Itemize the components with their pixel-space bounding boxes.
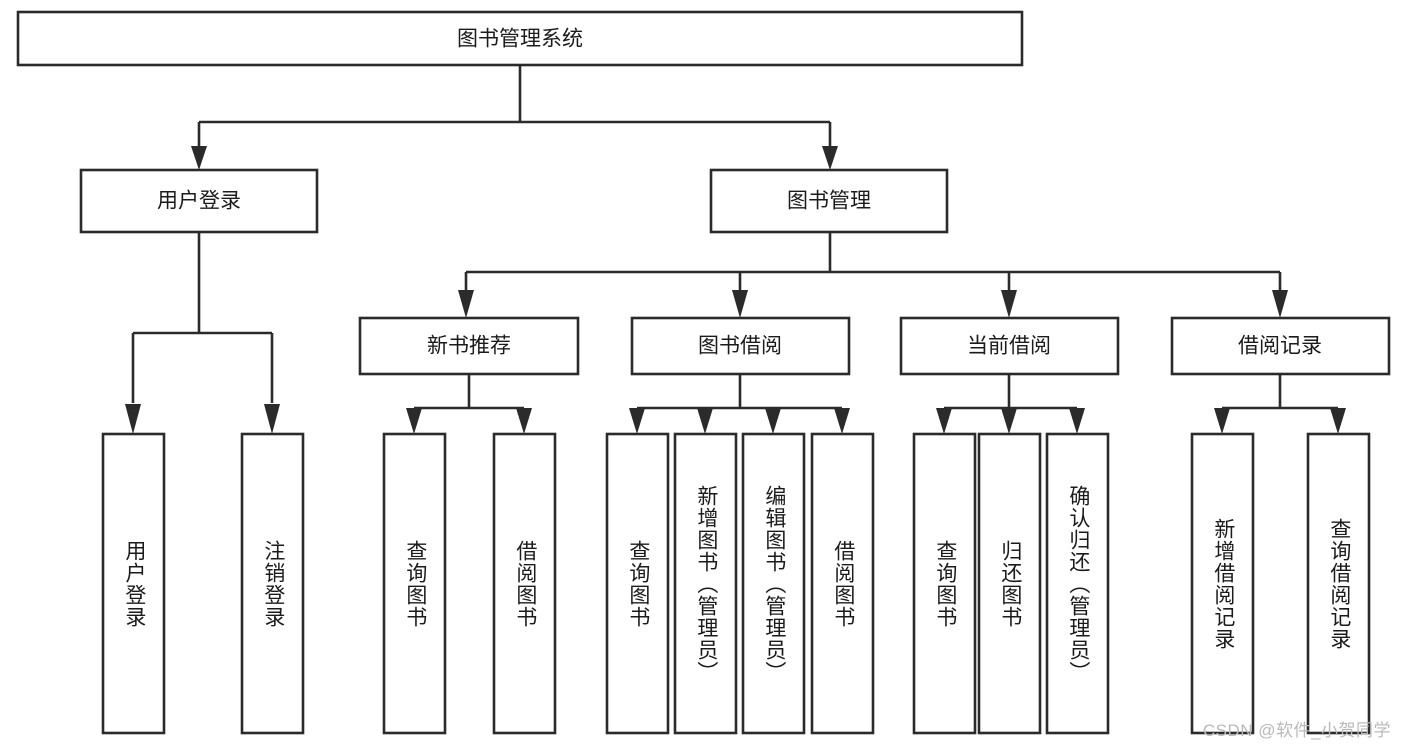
leaf-add-book-box[interactable] [673, 432, 738, 735]
leaf-add-record-box[interactable] [1190, 432, 1255, 735]
node-current-borrow-label: 当前借阅 [967, 335, 1051, 358]
node-book-mgmt-box[interactable] [709, 168, 949, 234]
csdn-watermark: CSDN @软件_小贺同学 [1202, 721, 1391, 740]
leaf-return-book-box[interactable] [977, 432, 1042, 735]
arrow-head-leaf-borrow-book-2 [834, 408, 850, 434]
arrow-head-leaf-add-record [1214, 408, 1230, 434]
arrow-head-new-book [458, 290, 474, 318]
node-user-login-label: 用户登录 [157, 190, 241, 213]
node-new-book-recommend-box[interactable] [358, 316, 580, 376]
leaf-query-book-2-box[interactable] [605, 432, 670, 735]
arrow-head-leaf-logout [264, 404, 280, 434]
leaf-borrow-book-1-box[interactable] [492, 432, 557, 735]
arrow-head-leaf-query-book-2 [629, 408, 645, 434]
arrow-head-leaf-add-book [697, 408, 713, 434]
arrow-head-leaf-user-login [125, 404, 141, 434]
node-root-label: 图书管理系统 [457, 28, 583, 51]
leaf-query-book-3-box[interactable] [912, 432, 977, 735]
leaf-edit-book-box[interactable] [741, 432, 806, 735]
node-user-login-box[interactable] [79, 168, 319, 234]
node-borrow-record-box[interactable] [1170, 316, 1391, 376]
arrow-head-leaf-query-record [1330, 408, 1346, 434]
arrow-head-leaf-query-book-3 [936, 408, 952, 434]
node-book-borrow-label: 图书借阅 [698, 335, 782, 358]
leaf-borrow-book-2-box[interactable] [810, 432, 875, 735]
arrow-head-leaf-edit-book [765, 408, 781, 434]
arrow-head-leaf-return-book [1001, 408, 1017, 434]
leaf-query-book-1-box[interactable] [382, 432, 447, 735]
leaf-user-login-box[interactable] [101, 432, 166, 735]
connector-layer [125, 66, 1346, 434]
arrow-head-leaf-confirm-return [1069, 408, 1085, 434]
arrow-head-leaf-query-book-1 [406, 408, 422, 434]
node-book-borrow-box[interactable] [630, 316, 851, 376]
node-book-mgmt-label: 图书管理 [787, 190, 871, 213]
arrow-head-user-login [191, 146, 207, 170]
arrow-head-leaf-borrow-book-1 [516, 408, 532, 434]
node-root-box[interactable] [16, 10, 1024, 67]
node-current-borrow-box[interactable] [899, 316, 1120, 376]
node-new-book-recommend-label: 新书推荐 [427, 335, 511, 358]
arrow-head-book-borrow [732, 290, 748, 318]
arrow-head-book-mgmt [822, 146, 838, 170]
node-layer: 图书管理系统 用户登录 图书管理 新书推荐 图书借阅 当前借阅 借阅记录 [16, 10, 1391, 735]
leaf-logout-box[interactable] [240, 432, 305, 735]
leaf-confirm-return-box[interactable] [1045, 432, 1110, 735]
node-borrow-record-label: 借阅记录 [1238, 335, 1322, 358]
leaf-query-record-box[interactable] [1306, 432, 1371, 735]
arrow-head-current-borrow [1001, 290, 1017, 318]
arrow-head-borrow-record [1272, 290, 1288, 318]
